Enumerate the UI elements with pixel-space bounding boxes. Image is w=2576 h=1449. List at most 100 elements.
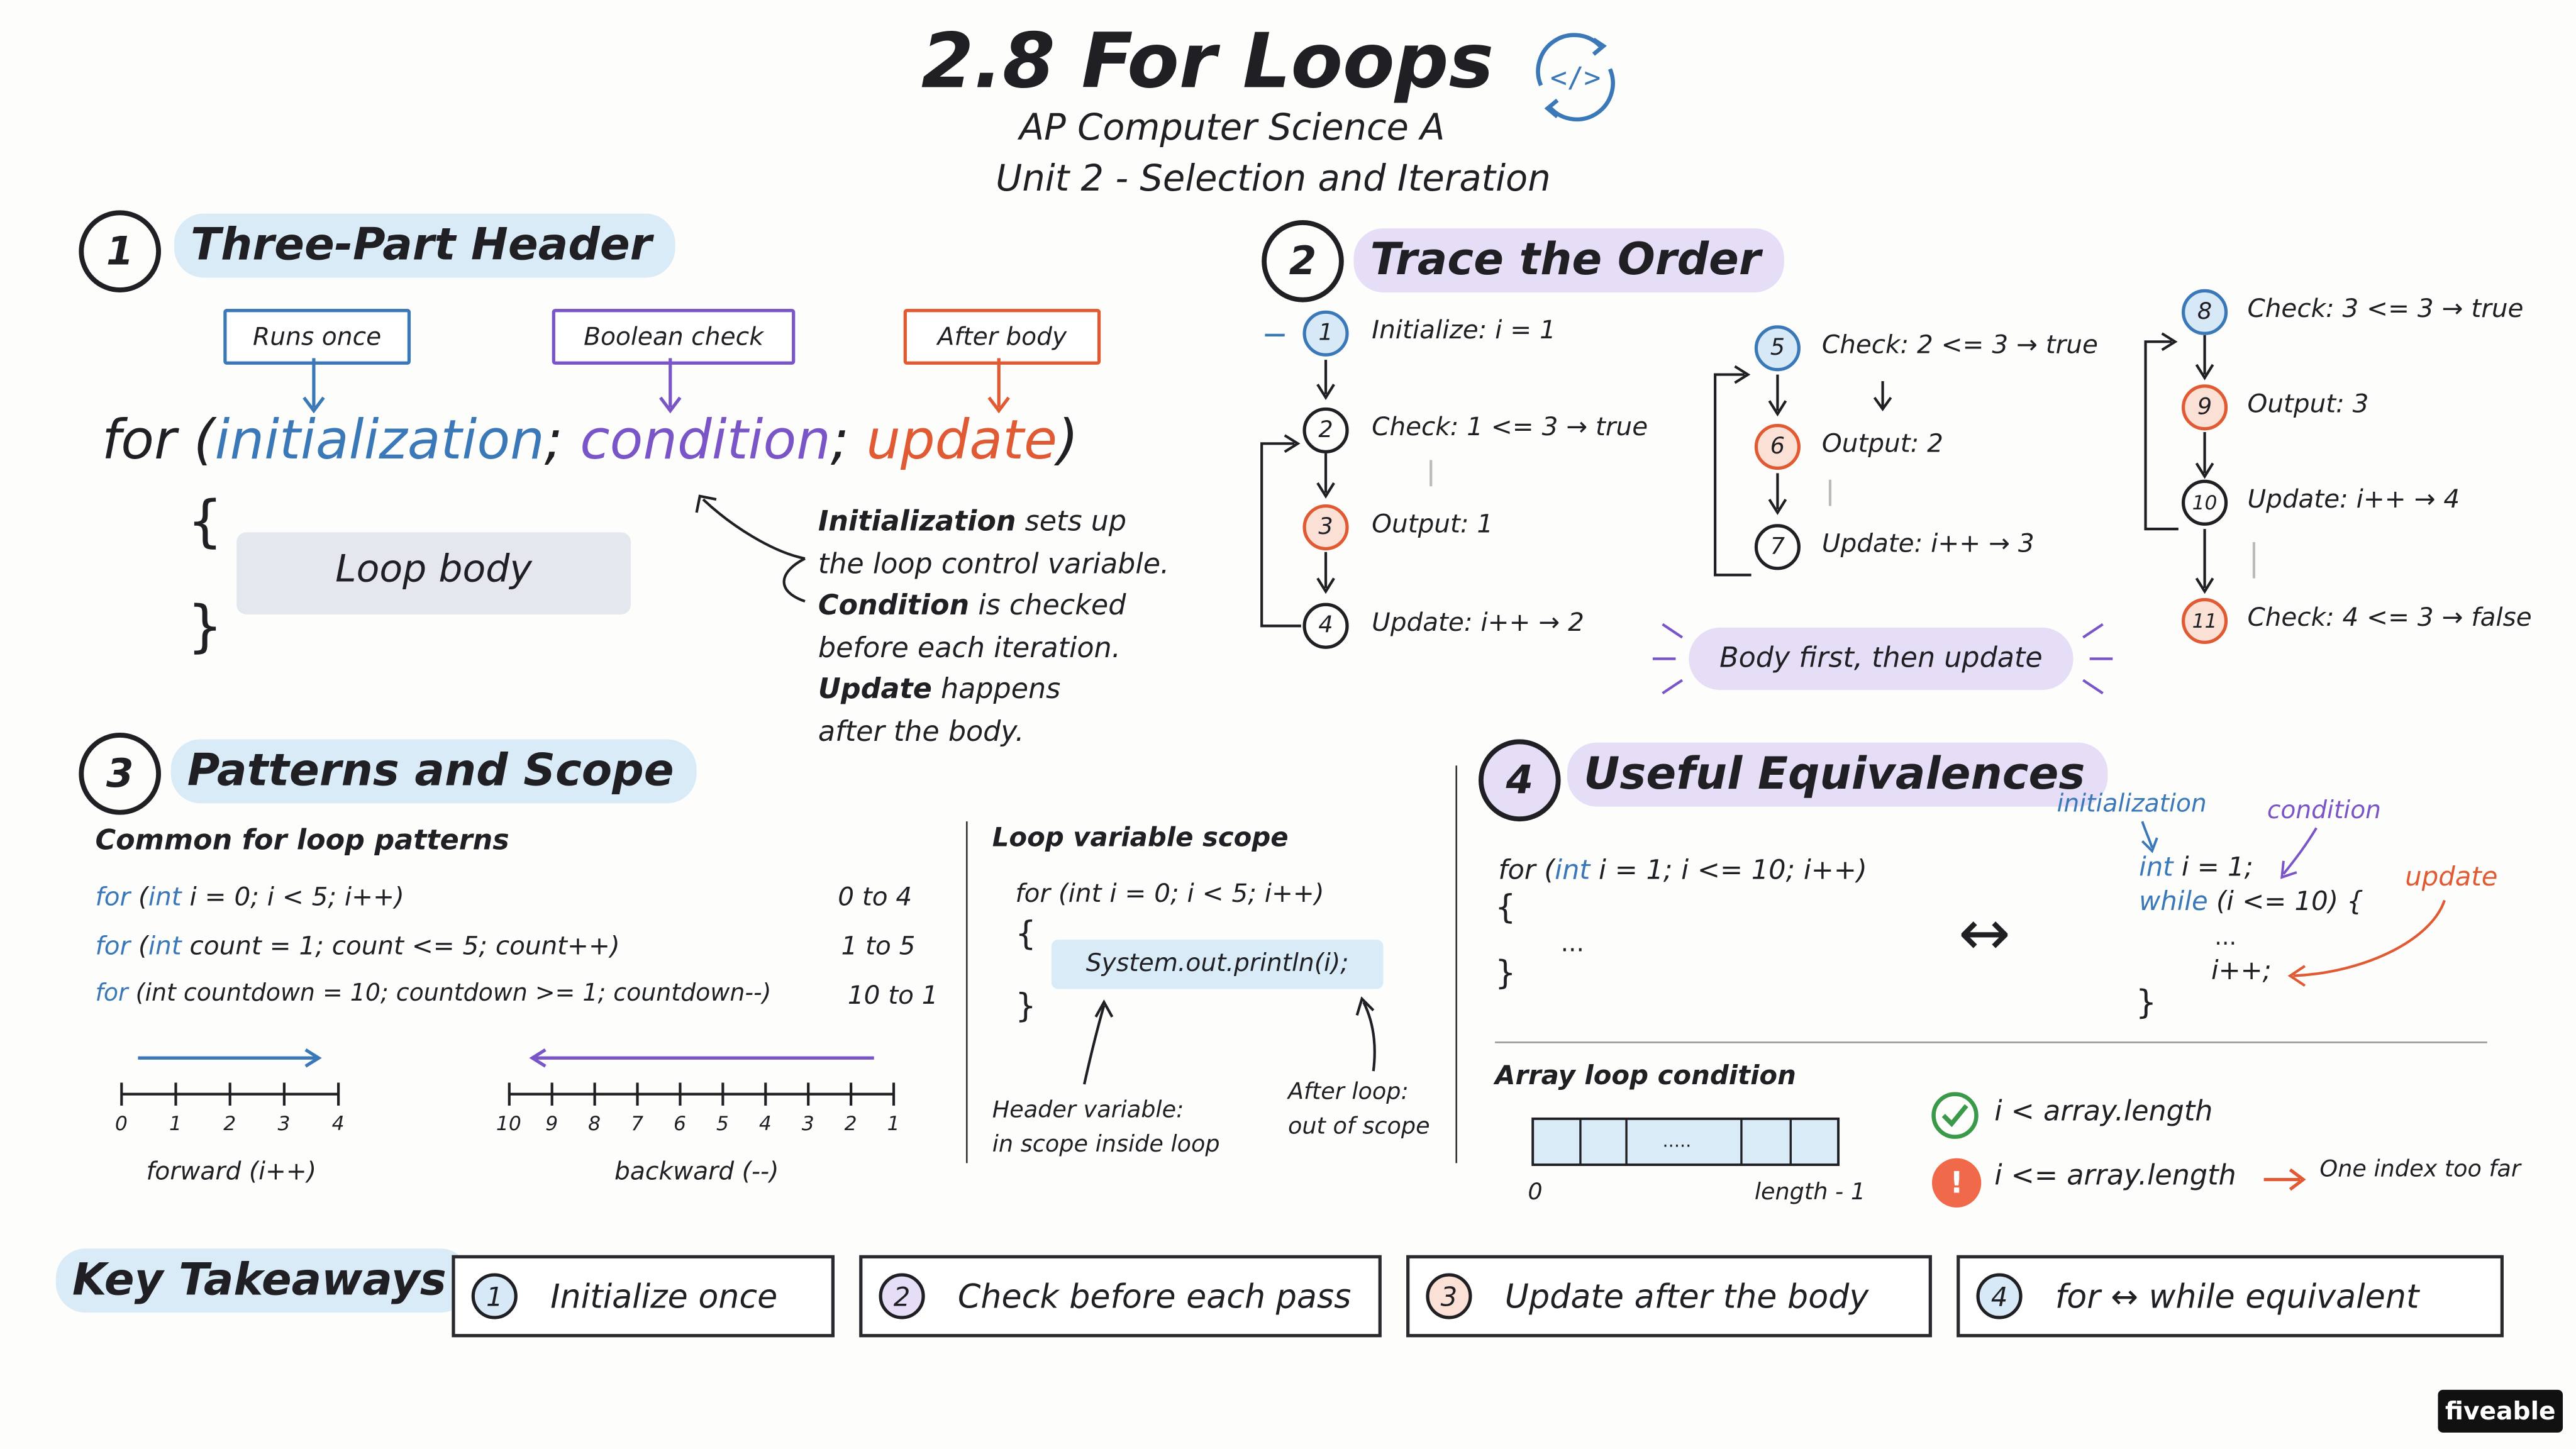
good-condition: i < array.length: [1994, 1096, 2213, 1129]
code-semicolon-2: ;: [830, 407, 849, 472]
trace-step-1-number: 1: [1302, 310, 1349, 357]
equivalence-arrows: [2141, 821, 2446, 987]
trace-step-4-number: 4: [1302, 602, 1349, 649]
takeaway-2-text: Check before each pass: [957, 1276, 1352, 1316]
code-cycle-icon: </>: [1536, 33, 1615, 122]
takeaway-1-number: 1: [471, 1273, 518, 1319]
trace-step-6: Output: 2: [1821, 428, 1943, 458]
trace-step-7-number: 7: [1754, 524, 1801, 570]
backward-tick: 10: [496, 1112, 521, 1136]
note-cond: Condition: [818, 589, 970, 623]
scope-note-header-1: Header variable:: [992, 1097, 1184, 1124]
forward-tick: 3: [277, 1112, 291, 1136]
backward-tick: 7: [631, 1112, 644, 1136]
takeaway-card-2: 2 Check before each pass: [859, 1255, 1382, 1338]
while-kw: while: [2139, 885, 2208, 917]
scope-code: for (int i = 0; i < 5; i++): [1015, 879, 1324, 909]
code-initialization: initialization: [214, 407, 545, 472]
array-diagram: [1531, 1117, 1840, 1167]
label-initialization: initialization: [2057, 788, 2207, 818]
trace-step-11-number: 11: [2182, 597, 2228, 644]
equiv-for-c: i = 1; i <= 10; i++): [1590, 854, 1867, 886]
bad-note: One index too far: [2319, 1156, 2521, 1183]
while-line-2: while (i <= 10) {: [2139, 886, 2363, 917]
pattern-3-range: 10 to 1: [847, 980, 938, 1011]
section-number-3: 3: [79, 733, 161, 815]
pattern-1-a: (: [130, 882, 148, 912]
equiv-for-dots: ...: [1560, 928, 1584, 958]
pattern-2-int: int: [148, 931, 182, 962]
trace-step-2: Check: 1 <= 3 → true: [1372, 412, 1648, 442]
note-update: Update: [818, 674, 932, 707]
scope-arrows: [1083, 996, 1376, 1085]
pattern-1-int: int: [148, 882, 182, 912]
takeaway-2-number: 2: [879, 1273, 925, 1319]
divider-vertical-left: [965, 821, 968, 1163]
takeaway-3-text: Update after the body: [1504, 1276, 1869, 1316]
backward-tick: 9: [545, 1112, 558, 1136]
equiv-for-a: for (: [1498, 854, 1555, 886]
forward-tick-labels: 0 1 2 3 4: [99, 1112, 378, 1141]
pattern-row-2: for (int count = 1; count <= 5; count++): [96, 931, 620, 961]
while-close: }: [2135, 982, 2157, 1022]
code-condition: condition: [580, 407, 831, 472]
equiv-for-close: }: [1495, 953, 1516, 992]
scope-note-header: Header variable: in scope inside loop: [992, 1094, 1220, 1163]
pattern-2-a: (: [130, 931, 148, 962]
svg-text:</>: </>: [1550, 62, 1601, 94]
pattern-1-b: i = 0; i < 5; i++): [181, 882, 404, 912]
trace-step-5-number: 5: [1754, 325, 1801, 372]
note-init-rest: sets up: [1016, 506, 1127, 539]
tag-after-body: After body: [903, 309, 1101, 365]
trace-step-2-number: 2: [1302, 407, 1349, 453]
forward-tick: 4: [331, 1112, 345, 1136]
pattern-2-range: 1 to 5: [841, 931, 916, 962]
bad-condition: i <= array.length: [1994, 1160, 2236, 1193]
trace-step-3-number: 3: [1302, 504, 1349, 551]
backward-number-line: [508, 1048, 896, 1106]
forward-number-line: [120, 1048, 340, 1106]
equiv-for-int: int: [1555, 854, 1591, 886]
scope-note-after-1: After loop:: [1287, 1079, 1409, 1106]
takeaway-card-3: 3 Update after the body: [1406, 1255, 1932, 1338]
trace-step-9-number: 9: [2182, 384, 2228, 431]
pattern-row-1: for (int i = 0; i < 5; i++): [96, 882, 404, 912]
backward-tick: 2: [844, 1112, 857, 1136]
while-cond: (i <= 10) {: [2207, 885, 2363, 917]
section-title-patterns-and-scope: Patterns and Scope: [170, 739, 697, 804]
trace-note: Body first, then update: [1689, 627, 2074, 691]
trace-step-8-number: 8: [2182, 289, 2228, 335]
trace-step-10: Update: i++ → 4: [2247, 484, 2460, 514]
patterns-heading: Common for loop patterns: [95, 824, 509, 858]
equiv-for-open: {: [1495, 887, 1516, 927]
divider-vertical-right: [1455, 765, 1458, 1163]
pattern-2-kw: for: [95, 931, 131, 962]
forward-tick: 0: [114, 1112, 128, 1136]
backward-tick: 8: [588, 1112, 601, 1136]
trace-step-4: Update: i++ → 2: [1372, 608, 1584, 638]
page-subtitle-unit: Unit 2 - Selection and Iteration: [996, 159, 1551, 201]
scope-open-brace: {: [1015, 913, 1036, 953]
section-title-trace-the-order: Trace the Order: [1353, 228, 1784, 292]
trace-step-9: Output: 3: [2247, 389, 2369, 419]
tag-boolean-check: Boolean check: [552, 309, 796, 365]
takeaway-4-number: 4: [1976, 1273, 2023, 1319]
brand-logo: fiveable: [2438, 1389, 2563, 1433]
forward-label: forward (i++): [146, 1156, 317, 1187]
for-header-code: for (initialization; condition; update): [102, 408, 1079, 472]
code-close-paren: ): [1057, 407, 1079, 472]
equivalence-arrow: ↔: [1958, 897, 2011, 970]
note-init: Initialization: [818, 506, 1016, 539]
loop-body-box: [236, 532, 631, 614]
section-number-1: 1: [79, 210, 161, 292]
note-line-6: after the body.: [818, 715, 1024, 748]
forward-tick: 1: [169, 1112, 182, 1136]
bad-arrow: [2263, 1168, 2306, 1191]
backward-tick: 6: [674, 1112, 686, 1136]
scope-body-box: [1051, 940, 1384, 989]
trace-step-11: Check: 4 <= 3 → false: [2247, 602, 2532, 633]
trace-step-5: Check: 2 <= 3 → true: [1821, 330, 2098, 360]
divider-horizontal: [1495, 1041, 2487, 1043]
loop-body-label: Loop body: [335, 548, 533, 592]
